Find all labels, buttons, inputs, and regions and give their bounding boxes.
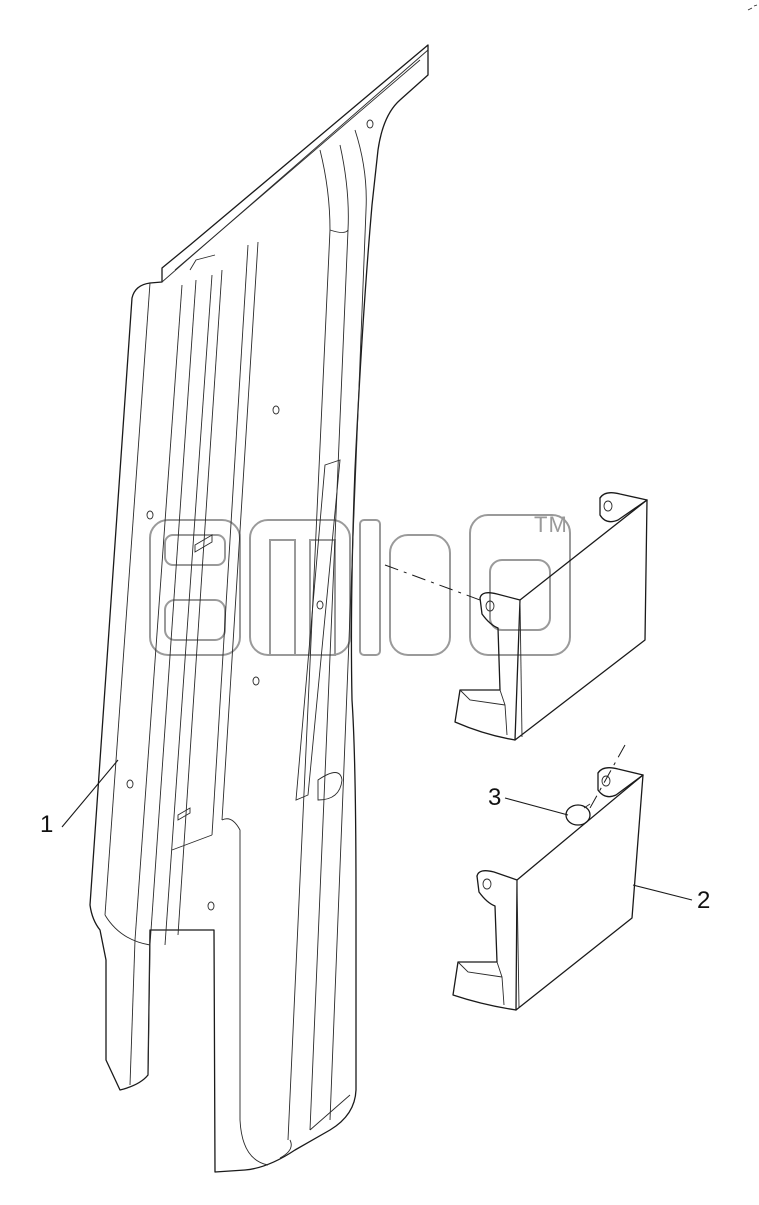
part-2-bracket-upper xyxy=(454,492,648,741)
leader-line-2 xyxy=(632,884,693,901)
callout-label-3: 3 xyxy=(488,784,502,811)
assembly-line-lower xyxy=(589,744,626,809)
part-3-clip xyxy=(565,803,591,826)
part-1-pillar-trim xyxy=(89,44,429,1173)
watermark-logo xyxy=(149,514,571,656)
corner-mark xyxy=(747,4,758,11)
callout-label-1: 1 xyxy=(40,811,54,838)
leader-line-3 xyxy=(504,797,569,816)
part-2-bracket-lower xyxy=(452,767,644,1011)
leader-line-1 xyxy=(61,759,119,828)
assembly-line-upper xyxy=(384,564,481,601)
watermark-trademark: TM xyxy=(534,512,568,537)
callout-label-2: 2 xyxy=(697,887,711,914)
